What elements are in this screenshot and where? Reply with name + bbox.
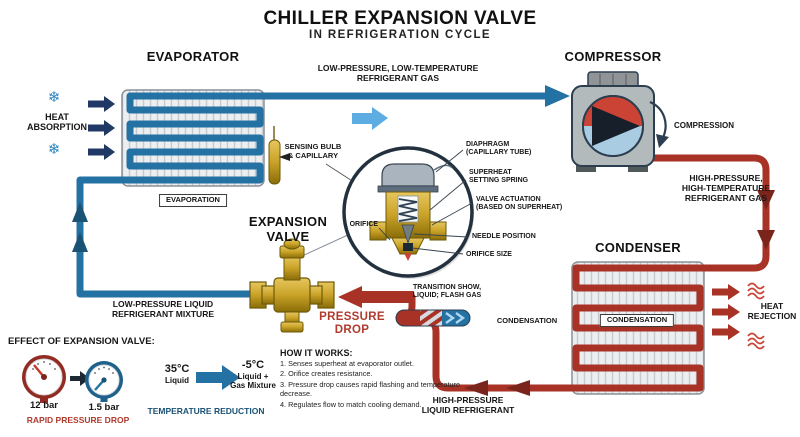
low-pressure-gauge-icon: [85, 361, 123, 402]
evaporator-heading: EVAPORATOR: [146, 49, 240, 64]
evaporation-label: EVAPORATION: [159, 194, 227, 207]
mid-flow-arrow-icon: [352, 107, 388, 130]
needle-position-label: NEEDLE POSITION: [472, 233, 536, 240]
liquid-line-arrow-icon: [506, 380, 530, 396]
page-title: CHILLER EXPANSION VALVE: [263, 8, 537, 29]
superheat-spring-label: SUPERHEAT SETTING SPRING: [469, 169, 529, 185]
how-it-works-heading: HOW IT WORKS:: [280, 348, 353, 358]
temp-after-label: -5°C Liquid + Gas Mixture: [230, 359, 276, 390]
orifice-label: ORIFICE: [349, 221, 378, 228]
valve-detail-circle: [342, 146, 474, 279]
heat-absorption-arrows: [88, 96, 115, 160]
heat-rejection-arrows: [712, 284, 740, 340]
gauge-arrow-icon: [70, 371, 90, 386]
snowflake-icon: ❄: [47, 141, 61, 158]
orifice-size-label: ORIFICE SIZE: [466, 251, 512, 258]
transition-label: TRANSITION SHOW, LIQUID; FLASH GAS: [412, 284, 482, 300]
compression-label: COMPRESSION: [674, 121, 735, 130]
heat-absorption-label: HEAT ABSORPTION: [26, 112, 88, 133]
gauge-low-label: 1.5 bar: [88, 402, 120, 413]
how-step: 1. Senses superheat at evaporator outlet…: [280, 359, 414, 368]
valve-actuation-label: VALVE ACTUATION (BASED ON SUPERHEAT): [476, 196, 563, 212]
condensation-box-label: CONDENSATION: [599, 314, 675, 327]
low-pressure-pipe: [76, 92, 549, 298]
high-pressure-gas-label: HIGH-PRESSURE, HIGH-TEMPERATURE REFRIGER…: [681, 173, 771, 203]
condenser-coil: [571, 261, 705, 395]
condensation-side-label: CONDENSATION: [496, 316, 558, 325]
compressor-heading: COMPRESSOR: [564, 49, 662, 64]
suction-arrowhead-icon: [545, 85, 570, 107]
orifice-opening: [403, 243, 413, 251]
temperature-reduction-label: TEMPERATURE REDUCTION: [147, 406, 265, 416]
diaphragm-label: DIAPHRAGM (CAPILLARY TUBE): [466, 141, 532, 157]
high-pressure-gauge-icon: [22, 355, 66, 403]
snowflake-icon: ❄: [47, 89, 61, 106]
valve-inlet-pipe: [396, 293, 416, 324]
temp-before-label: 35°C Liquid: [164, 363, 190, 385]
how-step: 2. Orifice creates resistance.: [280, 369, 373, 379]
page-subtitle: IN REFRIGERATION CYCLE: [308, 29, 492, 41]
how-step: 4. Regulates flow to match cooling deman…: [280, 399, 422, 409]
spring-icon: [398, 198, 418, 222]
condenser-heading: CONDENSER: [595, 240, 681, 255]
sensing-bulb-label: SENSING BULB & CAPILLARY: [284, 142, 342, 160]
callout-lines: [378, 149, 473, 255]
evaporator-coil: [121, 89, 265, 187]
pressure-drop-label: PRESSURE DROP: [319, 311, 385, 337]
riser-arrow-icon: [72, 232, 88, 252]
diaphragm-dome: [381, 163, 435, 187]
low-pressure-liquid-label: LOW-PRESSURE LIQUID REFRIGERANT MIXTURE: [112, 299, 214, 319]
high-pressure-liquid-label: HIGH-PRESSURE LIQUID REFRIGERANT: [421, 395, 515, 415]
compression-arrow-icon: [649, 100, 669, 148]
effect-heading: EFFECT OF EXPANSION VALVE:: [8, 336, 155, 347]
needle-icon: [401, 224, 415, 245]
discharge-arrow-icon: [757, 230, 775, 250]
valve-body: [385, 191, 431, 239]
gauge-high-label: 12 bar: [30, 400, 58, 411]
rapid-pressure-drop-label: RAPID PRESSURE DROP: [26, 415, 130, 425]
liquid-line-arrow-icon: [464, 380, 488, 396]
low-pressure-gas-label: LOW-PRESSURE, LOW-TEMPERATURE REFRIGERAN…: [317, 63, 479, 83]
expansion-valve-heading: EXPANSION VALVE: [248, 214, 328, 244]
how-it-works-steps: 1. Senses superheat at evaporator outlet…: [280, 359, 466, 410]
heat-rejection-label: HEAT REJECTION: [747, 301, 797, 321]
compressor-icon: [571, 71, 655, 172]
valve-inlet-arrow-icon: [338, 286, 414, 308]
riser-arrow-icon: [72, 202, 88, 222]
transition-pipe: [395, 309, 471, 327]
how-step: 3. Pressure drop causes rapid flashing a…: [280, 379, 461, 399]
